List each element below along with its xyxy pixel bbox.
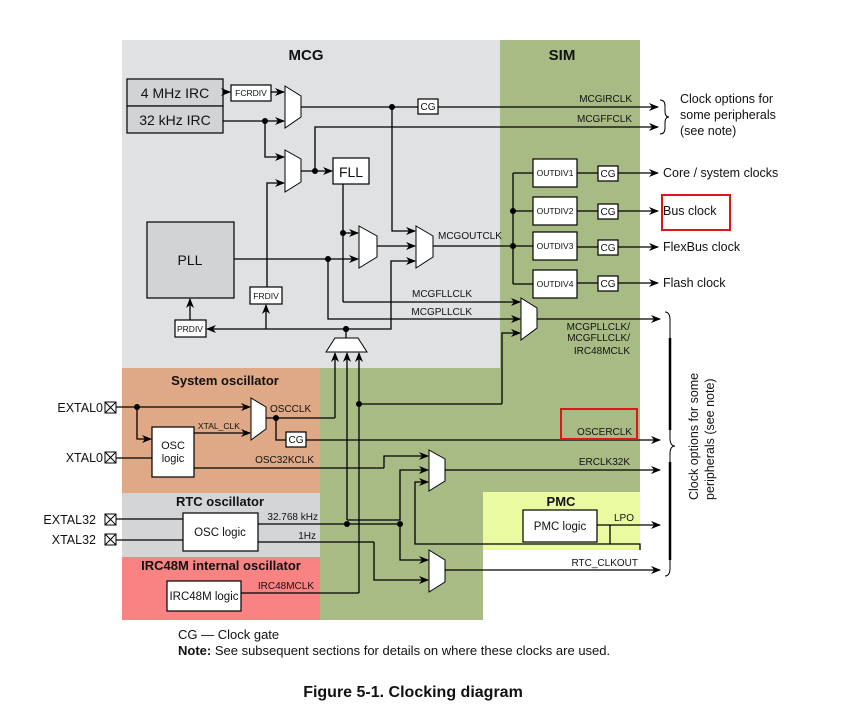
figure-title: Figure 5-1. Clocking diagram xyxy=(303,684,523,701)
32768khz-label: 32.768 kHz xyxy=(267,512,318,523)
outdiv1-label: OUTDIV1 xyxy=(537,168,574,178)
erclk32k-label: ERCLK32K xyxy=(579,457,630,468)
sim-title: SIM xyxy=(549,47,576,64)
1hz-label: 1Hz xyxy=(298,531,316,542)
flexbus-clock-label: FlexBus clock xyxy=(663,240,741,254)
pll-label: PLL xyxy=(178,252,203,268)
outdiv2-block xyxy=(532,196,578,226)
mcgirclk-label: MCGIRCLK xyxy=(579,94,632,105)
note-text: See subsequent sections for details on w… xyxy=(211,643,610,658)
pmc-logic-label: PMC logic xyxy=(534,521,587,533)
rtc-oscillator-title: RTC oscillator xyxy=(176,494,264,509)
pmc-title: PMC xyxy=(547,494,577,509)
cg-label: CG xyxy=(289,435,304,446)
osc-logic-label-1: OSC xyxy=(161,440,185,452)
note-label: Note: xyxy=(178,643,211,658)
legend-cg: CG — Clock gate xyxy=(178,627,279,642)
pll-fll-irc48-label-2: MCGFLLCLK/ xyxy=(567,333,630,344)
core-system-clocks-label: Core / system clocks xyxy=(663,166,778,180)
pll-fll-irc48-mux xyxy=(520,297,538,341)
system-oscillator-title: System oscillator xyxy=(171,373,279,388)
cg-label: CG xyxy=(421,102,436,113)
irc48mclk-label: IRC48MCLK xyxy=(258,581,314,592)
mcgoutclk-mux xyxy=(415,225,434,269)
rtc-clkout-mux xyxy=(428,549,446,593)
legend-note: Note: See subsequent sections for detail… xyxy=(178,643,610,658)
outdiv-row: OUTDIV2 CG Bus clock xyxy=(513,196,717,226)
irc48m-oscillator-title: IRC48M internal oscillator xyxy=(141,558,301,573)
fll-pll-mux xyxy=(358,225,378,269)
flash-clock-label: Flash clock xyxy=(663,276,726,290)
sim-region-lower xyxy=(320,368,483,620)
xtal-clk-label: XTAL_CLK xyxy=(198,421,240,431)
outdiv1-block xyxy=(532,158,578,188)
mcgfllclk-label: MCGFLLCLK xyxy=(412,289,472,300)
xtal0-label: XTAL0 xyxy=(66,451,103,465)
cg-label: CG xyxy=(601,169,616,180)
irc-32khz-label: 32 kHz IRC xyxy=(139,112,211,128)
pll-fll-irc48-label-3: IRC48MCLK xyxy=(574,346,630,357)
extal0-pin xyxy=(104,401,117,414)
pmc-logic-block xyxy=(522,509,598,543)
outdiv4-label: OUTDIV4 xyxy=(537,279,574,289)
outdiv-row: OUTDIV1 CG Core / system clocks xyxy=(513,158,778,188)
irc48m-logic-block xyxy=(166,580,242,612)
fll-ref-mux xyxy=(284,149,302,193)
top-brace xyxy=(659,99,670,135)
mcgpllclk-label: MCGPLLCLK xyxy=(411,307,472,318)
pll-fll-irc48-label-1: MCGPLLCLK/ xyxy=(567,322,631,333)
mcgffclk-label: MCGFFCLK xyxy=(577,114,632,125)
extal0-label: EXTAL0 xyxy=(57,401,103,415)
side-brace-text-2: peripherals (see note) xyxy=(703,378,717,500)
fll-label: FLL xyxy=(339,164,363,180)
outdiv2-label: OUTDIV2 xyxy=(537,206,574,216)
irc-mux xyxy=(284,85,302,129)
cg-label: CG xyxy=(601,279,616,290)
bus-clock-label: Bus clock xyxy=(663,204,717,218)
lpo-label: LPO xyxy=(614,513,634,524)
outdiv3-block xyxy=(532,231,578,261)
top-brace-text-2: some peripherals xyxy=(680,108,776,122)
rtc-osc-logic-label: OSC logic xyxy=(194,527,246,539)
external-ref-mux xyxy=(325,337,368,353)
extal32-label: EXTAL32 xyxy=(43,513,96,527)
outdiv-row: OUTDIV4 CG Flash clock xyxy=(513,269,726,299)
top-brace-text-3: (see note) xyxy=(680,124,736,138)
rtc-clkout-label: RTC_CLKOUT xyxy=(572,558,639,569)
bus-clock-highlight xyxy=(661,194,731,231)
osc-mux xyxy=(250,397,267,441)
fll-block xyxy=(332,157,370,185)
cg-label: CG xyxy=(601,207,616,218)
osc-logic-label-2: logic xyxy=(162,453,185,465)
frdiv-label: FRDIV xyxy=(253,291,279,301)
outdiv4-block xyxy=(532,269,578,299)
outdiv3-label: OUTDIV3 xyxy=(537,241,574,251)
side-brace-text-1: Clock options for some xyxy=(687,373,701,500)
oscerclk-highlight xyxy=(560,408,638,440)
irc48m-logic-label: IRC48M logic xyxy=(169,591,238,603)
extal32-pin xyxy=(104,513,117,526)
osc-logic-block xyxy=(151,426,195,478)
prdiv-label: PRDIV xyxy=(177,324,203,334)
fcrdiv-block xyxy=(230,84,272,102)
xtal32-pin xyxy=(104,533,117,546)
mcg-title: MCG xyxy=(289,47,324,64)
osc32kclk-label: OSC32KCLK xyxy=(255,455,314,466)
irc-32khz-block xyxy=(126,105,224,134)
xtal32-label: XTAL32 xyxy=(52,533,96,547)
fcrdiv-label: FCRDIV xyxy=(235,88,267,98)
mcgoutclk-label: MCGOUTCLK xyxy=(438,231,502,242)
oscerclk-label: OSCERCLK xyxy=(577,427,632,438)
irc-4mhz-label: 4 MHz IRC xyxy=(141,85,209,101)
side-brace xyxy=(664,311,676,577)
cg-label: CG xyxy=(601,243,616,254)
outdiv-row: OUTDIV3 CG FlexBus clock xyxy=(513,231,741,261)
top-brace-text-1: Clock options for xyxy=(680,92,773,106)
pll-block xyxy=(146,221,235,299)
oscclk-label: OSCCLK xyxy=(270,404,311,415)
rtc-osc-logic-block xyxy=(182,512,259,552)
xtal0-pin xyxy=(104,451,117,464)
erclk32k-mux xyxy=(428,449,446,492)
